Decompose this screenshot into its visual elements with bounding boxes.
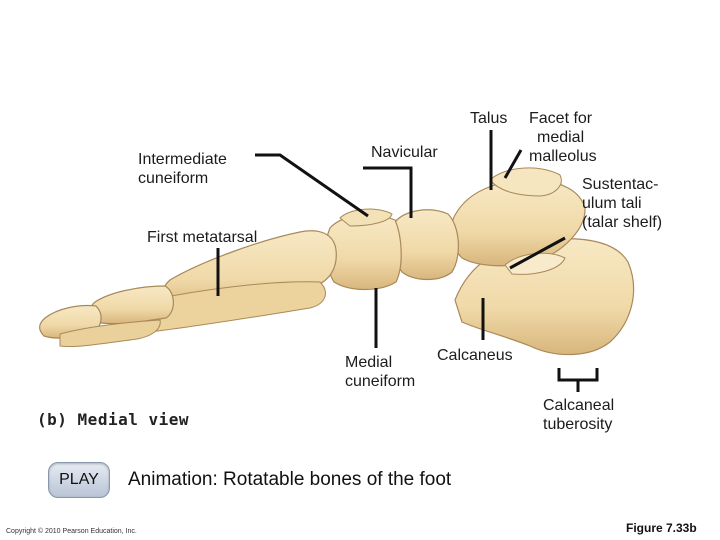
- label-medial-cuneiform-line1: Medial: [345, 354, 393, 371]
- label-talus: Talus: [470, 110, 508, 127]
- proximal-phalanx: [89, 285, 174, 325]
- metatarsals-lateral: [149, 281, 326, 333]
- label-sustentaculum-line2: ulum tali: [582, 195, 642, 212]
- label-intermediate-cuneiform: Intermediate cuneiform: [138, 150, 227, 188]
- leader-sustentaculum: [509, 236, 566, 270]
- label-navicular: Navicular: [371, 144, 438, 161]
- play-button-label: PLAY: [59, 471, 99, 488]
- figure-number: Figure 7.33b: [626, 521, 697, 535]
- label-facet-medial-malleolus: Facet for medial malleolus: [529, 109, 597, 166]
- label-facet-line3: malleolus: [529, 148, 597, 165]
- leader-lines: [216, 130, 599, 392]
- copyright-notice: Copyright © 2010 Pearson Education, Inc.: [6, 528, 137, 535]
- label-intermediate-line2: cuneiform: [138, 170, 209, 187]
- leader-calcaneal-tuberosity: [557, 368, 599, 382]
- sustentaculum-shelf: [504, 252, 566, 275]
- label-medial-cuneiform-line2: cuneiform: [345, 373, 416, 390]
- label-first-metatarsal: First metatarsal: [147, 229, 258, 246]
- label-tuberosity-line1: Calcaneal: [543, 397, 615, 414]
- label-calcaneal-tuberosity: Calcaneal tuberosity: [543, 396, 614, 434]
- play-button[interactable]: PLAY: [48, 462, 110, 498]
- label-sustentaculum-tali: Sustentac- ulum tali (talar shelf): [582, 175, 662, 232]
- medial-cuneiform-bone: [325, 214, 402, 291]
- leader-facet: [503, 149, 523, 179]
- lesser-toes: [59, 319, 161, 348]
- label-facet-line2: medial: [537, 129, 585, 146]
- navicular-bone: [391, 209, 459, 281]
- leader-intermediate-cuneiform: [255, 153, 369, 218]
- label-intermediate-line1: Intermediate: [138, 151, 227, 168]
- caption-text: Medial view: [77, 410, 190, 429]
- intermediate-cuneiform-bone: [339, 208, 393, 227]
- animation-link[interactable]: Animation: Rotatable bones of the foot: [128, 469, 452, 490]
- label-medial-cuneiform: Medial cuneiform: [345, 353, 415, 391]
- leader-navicular: [363, 166, 413, 218]
- label-facet-line1: Facet for: [529, 110, 593, 127]
- label-tuberosity-line2: tuberosity: [543, 416, 613, 433]
- figure-caption: (b) Medial view: [37, 410, 189, 429]
- caption-letter: (b): [37, 410, 68, 429]
- label-sustentaculum-line3: (talar shelf): [582, 214, 663, 231]
- label-calcaneus: Calcaneus: [437, 347, 513, 364]
- label-sustentaculum-line1: Sustentac-: [582, 176, 659, 193]
